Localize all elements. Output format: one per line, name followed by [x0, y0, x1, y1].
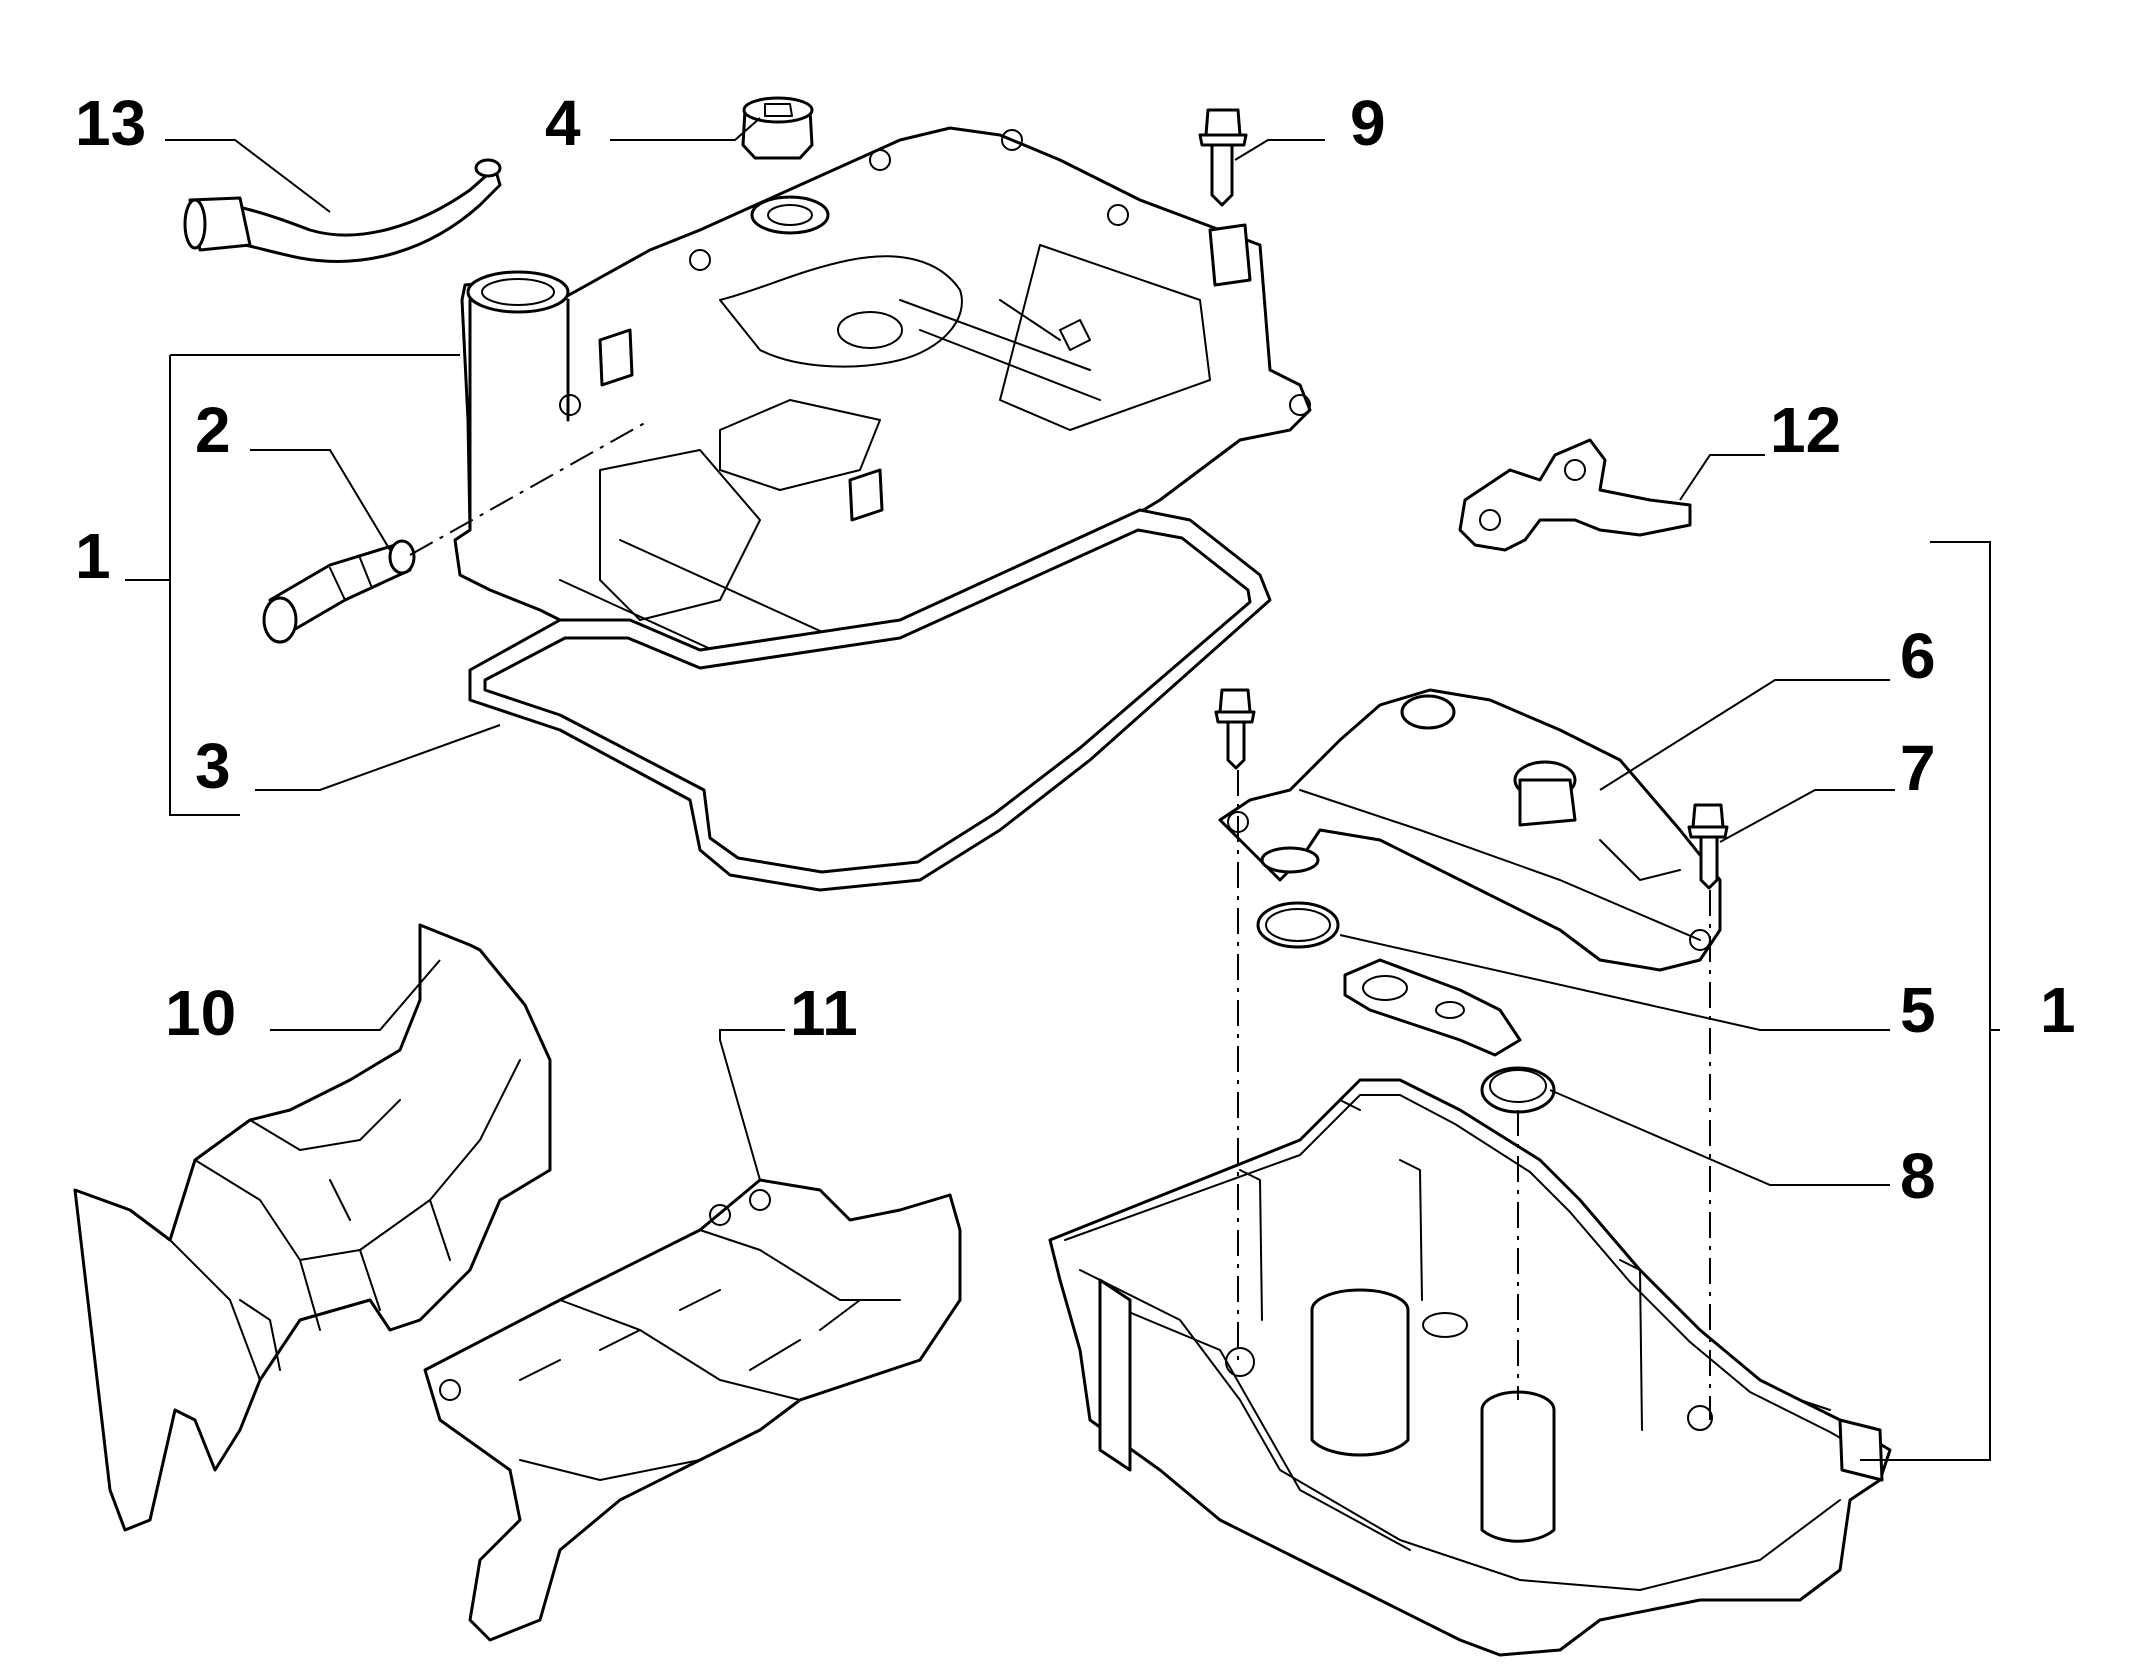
- callout-11: 11: [790, 977, 858, 1049]
- part-11-heat-shield: [423, 1178, 962, 1642]
- part-2-fitting: [262, 539, 416, 644]
- part-6-breather: [1218, 688, 1722, 972]
- part-5-o-ring: [1256, 901, 1340, 949]
- callout-6: 6: [1900, 620, 1936, 692]
- callout-7: 7: [1900, 732, 1936, 804]
- part-1-oil-pan: [1048, 1078, 1892, 1657]
- part-6-bolt: [1214, 688, 1256, 770]
- leader-lines: [125, 117, 2000, 1461]
- callout-5: 5: [1900, 974, 1936, 1046]
- callout-12: 12: [1770, 394, 1841, 466]
- callout-10: 10: [165, 977, 236, 1049]
- part-3-gasket: [468, 508, 1272, 892]
- callout-2: 2: [195, 394, 231, 466]
- part-10-heat-shield: [73, 923, 552, 1532]
- part-12-bracket: [1458, 438, 1692, 552]
- part-8-seal: [1480, 1066, 1556, 1114]
- part-1-valve-cover: [453, 126, 1312, 722]
- part-7-bolt: [1687, 803, 1729, 890]
- part-9-bolt: [1198, 108, 1248, 207]
- callout-9: 9: [1350, 87, 1386, 159]
- callout-13: 13: [75, 87, 146, 159]
- callout-1-right: 1: [2040, 974, 2076, 1046]
- part-5-gasket-plate: [1343, 958, 1522, 1057]
- part-4-plug: [741, 96, 814, 160]
- callout-3: 3: [195, 730, 231, 802]
- callout-1-left: 1: [75, 520, 111, 592]
- callout-4: 4: [545, 87, 581, 159]
- callout-8: 8: [1900, 1140, 1936, 1212]
- part-13-hose: [183, 158, 502, 263]
